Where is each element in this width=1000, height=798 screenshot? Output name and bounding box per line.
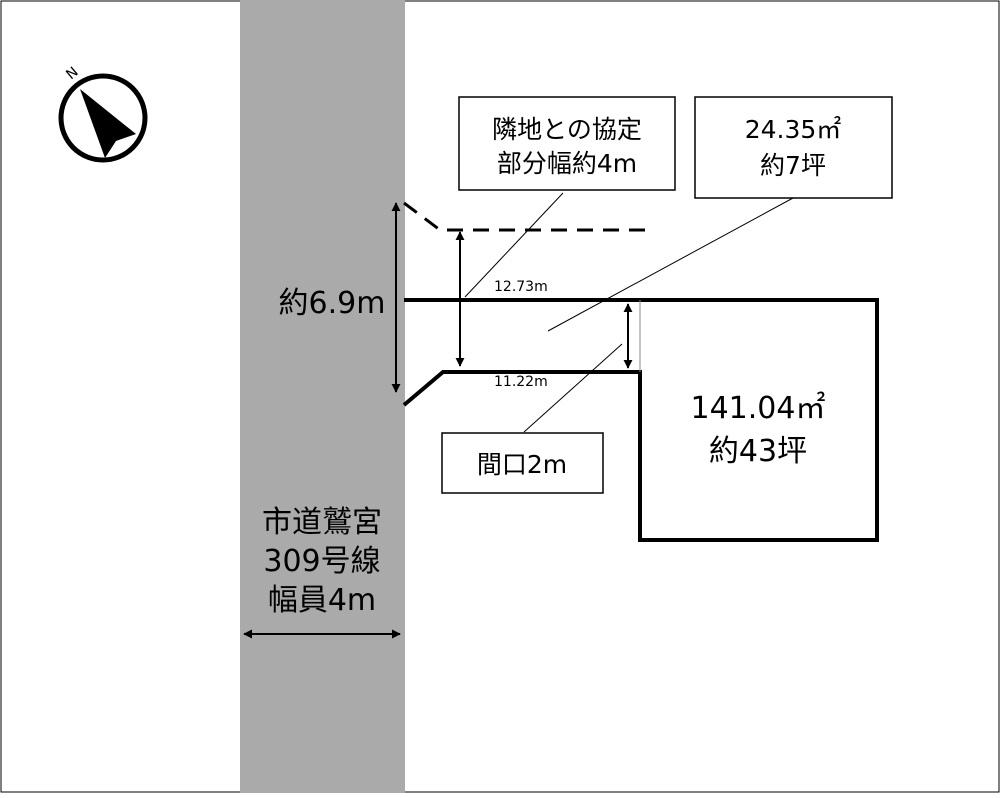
strip-area-callout	[694, 96, 893, 199]
neighbor-callout-leader	[464, 192, 564, 298]
road-name-line2: 309号線	[263, 544, 380, 579]
road-width-label: 幅員4m	[268, 583, 376, 618]
bottom-length-label: 11.22m	[494, 374, 548, 390]
neighbor-agreement-boundary	[403, 201, 648, 232]
overall-width-label-bg	[272, 284, 392, 322]
compass-north-label: N	[63, 64, 81, 83]
frontage-callout-leader	[523, 343, 623, 433]
neighbor-agreement-callout	[458, 96, 676, 191]
strip-tsubo-label: 約7坪	[760, 151, 826, 180]
frontage-label: 間口2m	[477, 450, 567, 479]
overall-width-label: 約6.9m	[279, 286, 386, 321]
road-strip	[240, 0, 405, 793]
lot-area-label: 141.04㎡	[691, 391, 826, 426]
strip-area-callout-leader	[547, 197, 794, 332]
lot-tsubo-label: 約43坪	[709, 434, 807, 469]
neighbor-agreement-line1: 隣地との協定	[492, 115, 642, 144]
lot-boundary	[402, 298, 879, 542]
frontage-callout	[441, 432, 604, 494]
top-length-label: 12.73m	[494, 279, 548, 295]
strip-area-label: 24.35㎡	[745, 115, 842, 144]
compass-north-icon: N	[58, 64, 148, 163]
road-name-line1: 市道鷲宮	[262, 505, 382, 540]
neighbor-agreement-line2: 部分幅約4m	[497, 149, 637, 178]
